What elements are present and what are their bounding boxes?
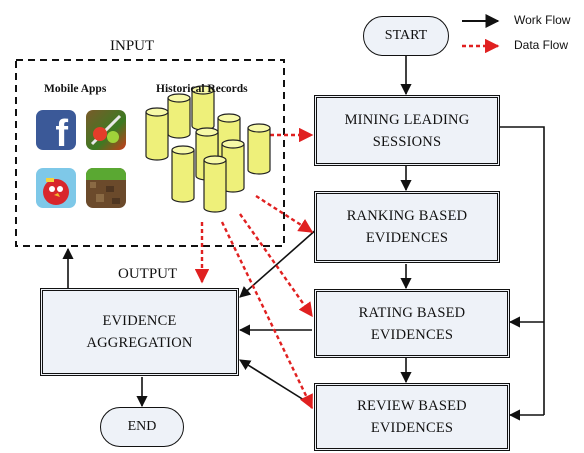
evidence-aggregation-box: EVIDENCE AGGREGATION	[40, 288, 239, 376]
end-node: END	[100, 407, 184, 447]
mining-line-2: SESSIONS	[372, 133, 442, 150]
mining-right-bus	[498, 126, 545, 415]
mining-leading-sessions-box: MINING LEADING SESSIONS	[314, 95, 500, 166]
input-frame	[15, 59, 285, 247]
database-cylinder	[203, 155, 227, 213]
rating-line-2: EVIDENCES	[370, 326, 454, 343]
facebook-icon: f	[36, 110, 76, 150]
review-based-evidences-box: REVIEW BASED EVIDENCES	[314, 383, 510, 451]
input-title: INPUT	[110, 38, 155, 54]
start-node: START	[363, 16, 449, 56]
historical-records-label: Historical Records	[156, 83, 248, 95]
start-label: START	[384, 28, 428, 43]
aggregation-line-2: AGGREGATION	[86, 335, 193, 351]
legend-work-flow-label: Work Flow	[514, 13, 571, 27]
output-title: OUTPUT	[118, 266, 178, 282]
ranking-based-evidences-box: RANKING BASED EVIDENCES	[314, 191, 500, 263]
database-cylinder	[171, 145, 195, 203]
minecraft-icon	[86, 168, 126, 208]
ranking-line-1: RANKING BASED	[346, 208, 468, 224]
angry-birds-icon	[36, 168, 76, 208]
ranking-to-aggregation-arrow	[239, 227, 319, 298]
review-line-2: EVIDENCES	[370, 420, 454, 436]
aggregation-line-1: EVIDENCE	[102, 313, 177, 329]
review-to-aggregation-arrow	[239, 359, 313, 406]
rating-based-evidences-box: RATING BASED EVIDENCES	[314, 289, 510, 358]
fruit-ninja-icon	[86, 110, 126, 150]
database-cylinder	[167, 93, 191, 139]
legend-data-flow-label: Data Flow	[514, 38, 569, 52]
mining-line-1: MINING LEADING	[344, 111, 470, 128]
mobile-apps-label: Mobile Apps	[44, 83, 107, 95]
ranking-line-2: EVIDENCES	[365, 230, 449, 246]
database-cylinder	[247, 123, 271, 175]
rating-line-1: RATING BASED	[358, 304, 466, 321]
database-cylinder	[145, 107, 169, 161]
historical-records-icon	[145, 85, 271, 213]
review-line-1: REVIEW BASED	[357, 398, 467, 414]
end-label: END	[127, 419, 157, 434]
